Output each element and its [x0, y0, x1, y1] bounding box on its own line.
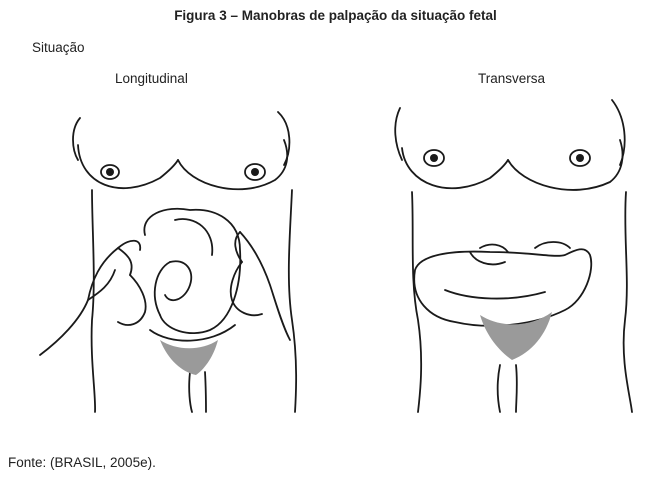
panel-label-longitudinal: Longitudinal — [115, 71, 188, 86]
section-label: Situação — [32, 40, 85, 55]
pubic-hair — [480, 312, 552, 360]
longitudinal-illustration — [39, 111, 298, 413]
fetus-transversa — [413, 241, 593, 327]
torso-outline — [72, 111, 298, 413]
pubic-hair — [160, 340, 218, 375]
nipple-marks — [423, 149, 591, 167]
figure-title: Figura 3 – Manobras de palpação da situa… — [174, 8, 497, 23]
panel-label-transversa: Transversa — [478, 71, 546, 86]
hands-palpating — [39, 231, 291, 356]
figure-source: Fonte: (BRASIL, 2005e). — [8, 455, 156, 470]
fetus-longitudinal — [143, 207, 242, 342]
torso-outline — [394, 99, 633, 413]
transversa-illustration — [394, 99, 633, 413]
nipple-marks — [100, 163, 266, 181]
